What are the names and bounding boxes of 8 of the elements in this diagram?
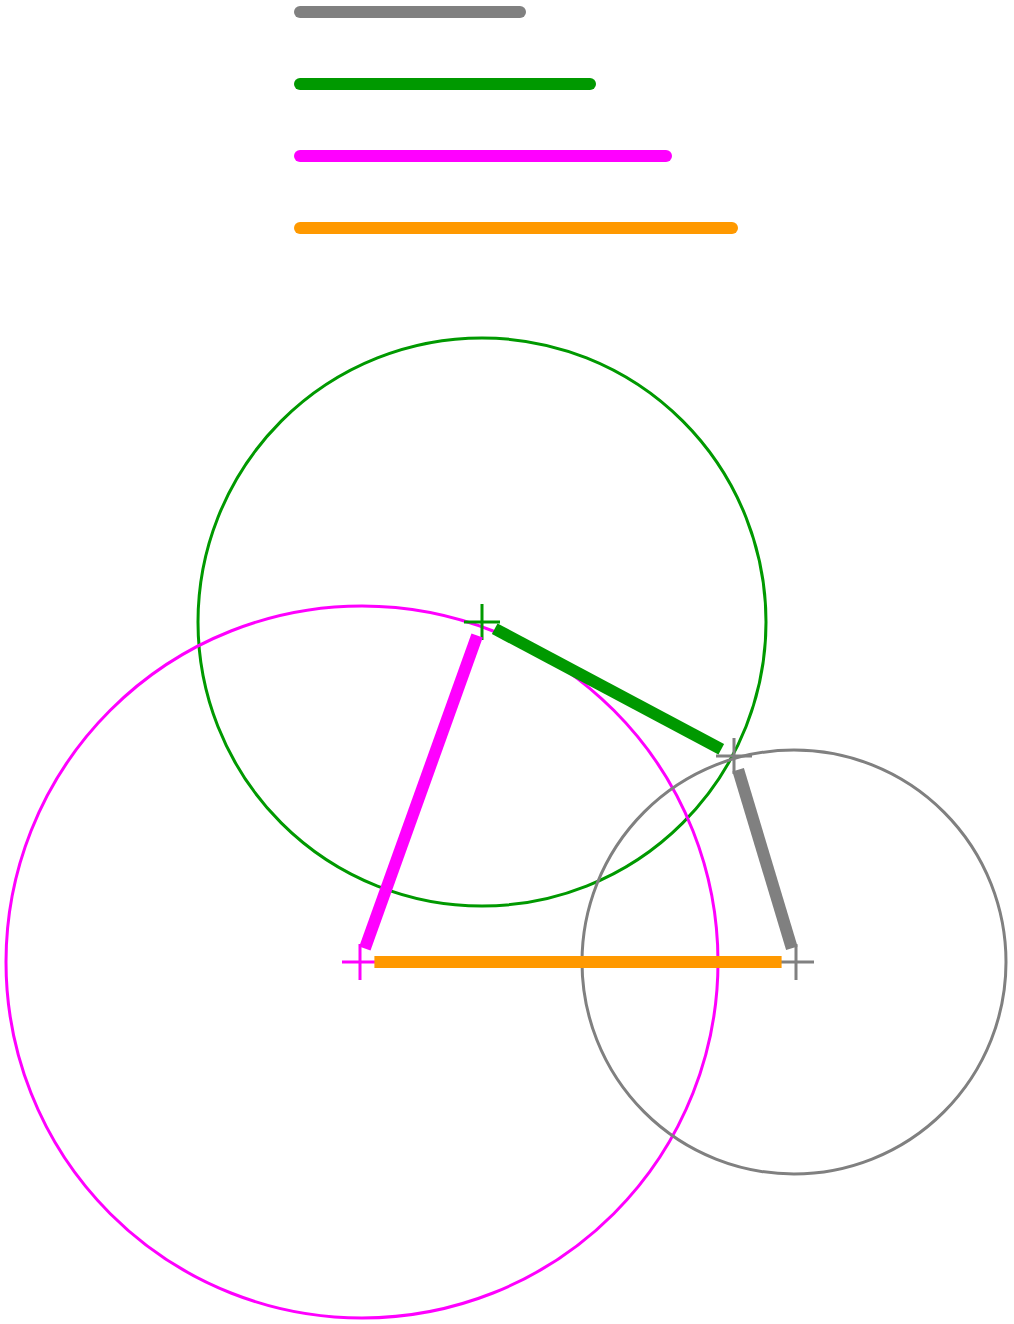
- point-marker: [716, 738, 752, 774]
- point-marker: [464, 604, 500, 640]
- line-segment: [732, 768, 798, 950]
- line-segment: [374, 956, 782, 968]
- point-marker: [778, 944, 814, 980]
- line-segment: [491, 623, 725, 755]
- point-marker: [342, 944, 378, 980]
- line-segment: [359, 633, 483, 951]
